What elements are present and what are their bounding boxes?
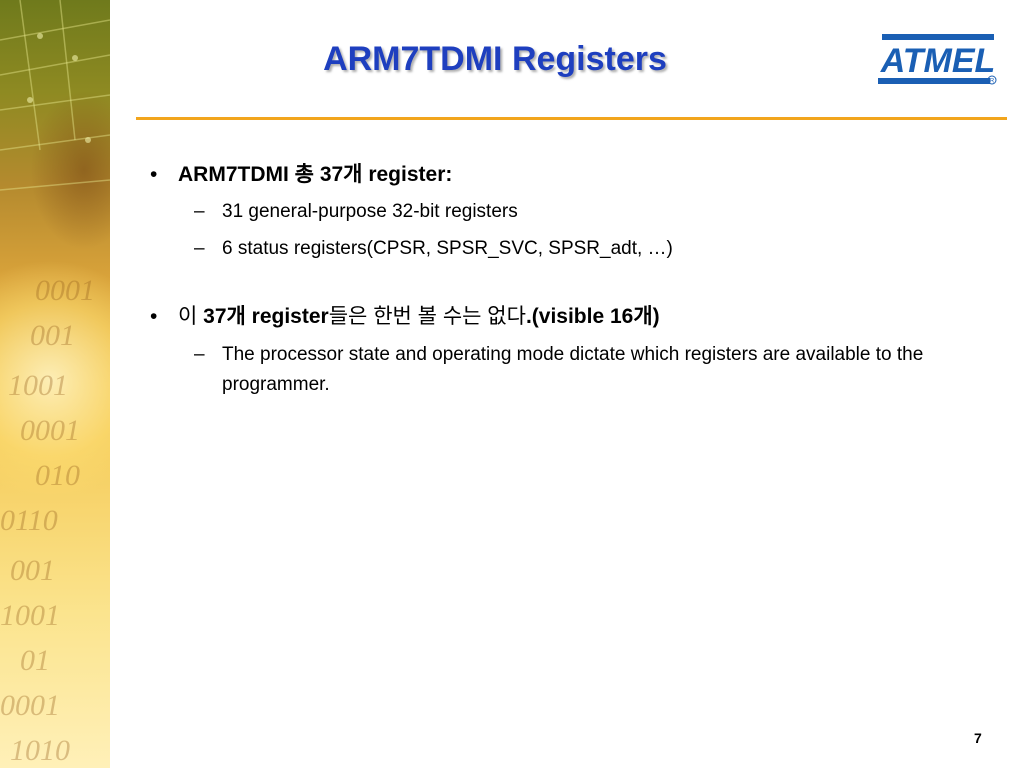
sub-bullet-marker: – [194,201,205,222]
decorative-background-strip: 0001 001 1001 0001 010 0110 001 1001 01 … [0,0,110,768]
decorative-digits: 0110 [0,504,58,537]
decorative-digits: 001 [30,319,75,352]
decorative-digits: 01 [20,644,50,677]
sub-bullet-marker: – [194,344,205,365]
bullet-item: • 이 37개 register들은 한번 볼 수는 없다.(visible 1… [150,302,1000,332]
decorative-digits: 0001 [35,274,95,307]
sub-bullet-text: The processor state and operating mode d… [222,344,924,395]
decorative-shade [30,90,110,250]
decorative-digits: 1001 [8,369,68,402]
decorative-glow [0,250,110,510]
sub-bullet-marker: – [194,238,205,259]
sub-bullet-item: – 31 general-purpose 32-bit registers [150,197,1000,227]
circuit-pattern: 0001 001 1001 0001 010 0110 001 1001 01 … [0,0,110,767]
slide-content: • ARM7TDMI 총 37개 register: – 31 general-… [150,160,1000,400]
registered-mark: R [990,79,995,85]
decorative-digits: 0001 [0,689,60,722]
title-divider [136,117,1007,120]
bullet-text-prefix: 이 [178,305,204,328]
bullet-text-bold: .(visible 16개) [525,305,660,328]
bullet-text-middle: 들은 한번 볼 수는 없다 [328,305,526,328]
decorative-digits: 010 [35,459,80,492]
decorative-digits: 1010 [10,734,70,767]
sub-bullet-item: – 6 status registers(CPSR, SPSR_SVC, SPS… [150,234,1000,264]
sub-bullet-text: 31 general-purpose 32-bit registers [222,201,518,222]
sub-bullet-item: – The processor state and operating mode… [150,340,1002,400]
decorative-digits: 0001 [20,414,80,447]
bullet-marker: • [150,305,158,328]
page-number: 7 [974,730,982,746]
slide-title: ARM7TDMI Registers [323,40,667,78]
decorative-digits: 1001 [0,599,60,632]
bullet-item: • ARM7TDMI 총 37개 register: [150,160,1000,190]
bullet-marker: • [150,163,158,186]
logo-text: ATMEL [880,42,996,80]
decorative-digits: 001 [10,554,55,587]
bullet-text-bold: 37개 register [203,305,329,328]
bullet-text: ARM7TDMI 총 37개 register: [178,163,453,186]
sub-bullet-text: 6 status registers(CPSR, SPSR_SVC, SPSR_… [222,238,673,259]
atmel-logo: ATMEL R [878,34,997,85]
